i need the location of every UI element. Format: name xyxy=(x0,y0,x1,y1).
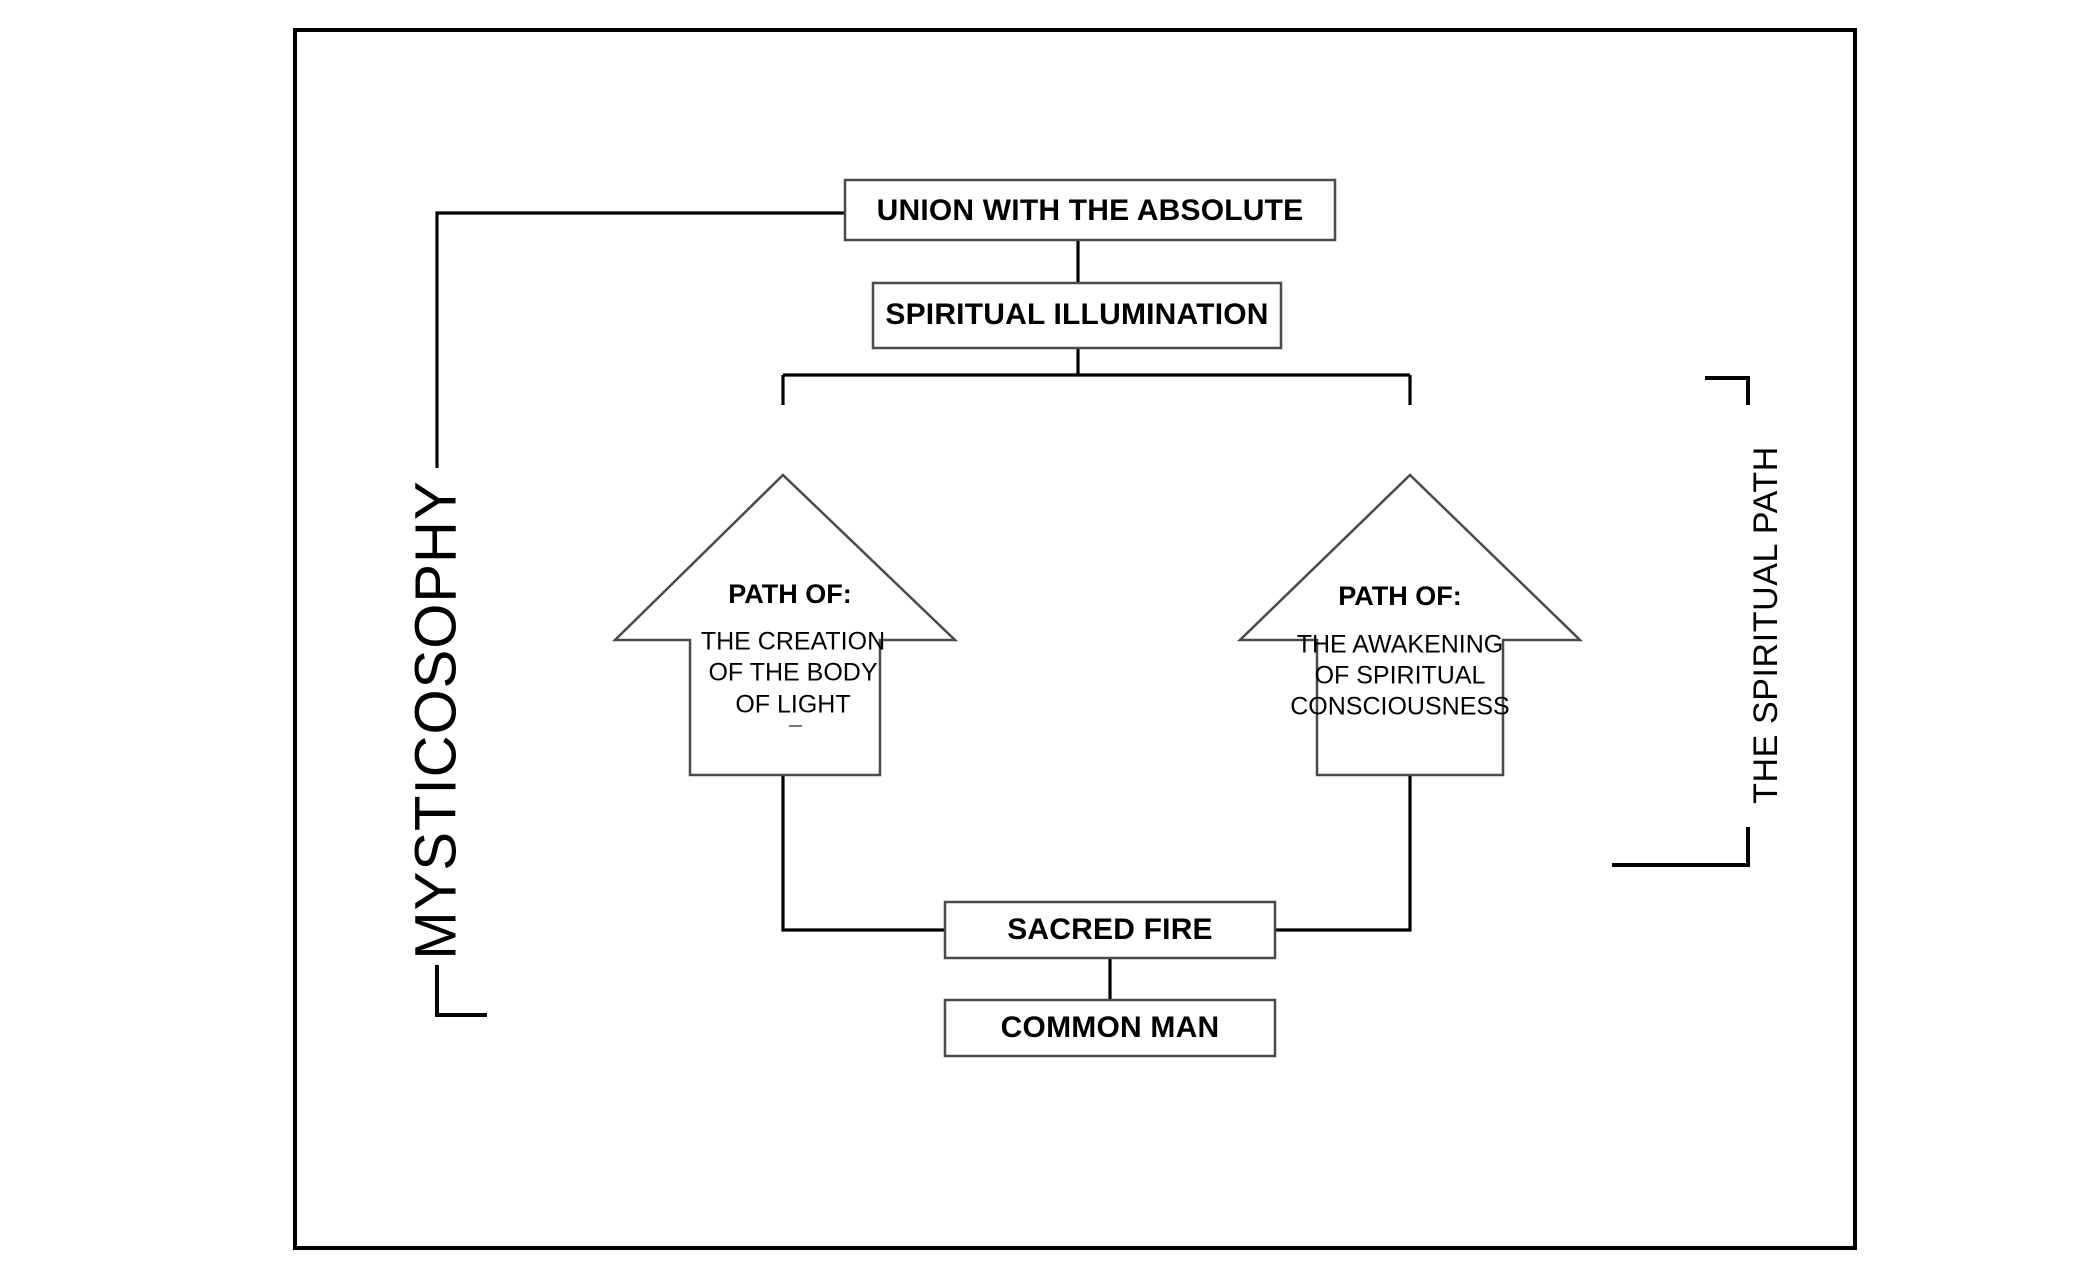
right-arrow-heading: PATH OF: xyxy=(1338,581,1461,611)
box-sacred-fire-label: SACRED FIRE xyxy=(1007,913,1213,946)
bracket-spiritual-path-bottom xyxy=(1612,827,1750,867)
page-border xyxy=(293,28,1857,1250)
side-label-mysticosophy: MYSTICOSOPHY xyxy=(403,480,468,959)
side-label-spiritual-path: THE SPIRITUAL PATH xyxy=(1747,446,1785,804)
box-sacred-fire[interactable] xyxy=(943,900,1277,960)
arrow-path-of-awakening[interactable] xyxy=(1236,473,1584,777)
left-arrow-line-2: OF THE BODY xyxy=(708,659,877,687)
right-arrow-line-3: CONSCIOUSNESS xyxy=(1290,693,1509,721)
box-spiritual-illumination[interactable] xyxy=(871,281,1283,350)
left-arrow-line-1: THE CREATION xyxy=(701,628,885,656)
left-arrow-heading: PATH OF: xyxy=(728,579,851,609)
box-common-man[interactable] xyxy=(943,998,1277,1058)
left-arrow-line-3: OF LIGHT xyxy=(735,691,850,719)
arrow-path-of-body-of-light[interactable] xyxy=(611,473,959,777)
bracket-mysticosophy-bottom xyxy=(435,965,487,1017)
connector-union-to-left-bracket xyxy=(435,211,845,468)
box-union-with-the-absolute[interactable] xyxy=(843,178,1337,242)
box-common-man-label: COMMON MAN xyxy=(1001,1011,1220,1044)
connector-illumination-split xyxy=(781,348,1412,405)
box-illumination-label: SPIRITUAL ILLUMINATION xyxy=(885,298,1268,331)
connector-right-arrow-to-sacred-fire xyxy=(1275,775,1412,932)
right-arrow-line-1: THE AWAKENING xyxy=(1297,631,1504,659)
right-arrow-line-2: OF SPIRITUAL xyxy=(1315,662,1486,690)
connector-left-arrow-to-sacred-fire xyxy=(781,775,945,932)
bracket-spiritual-path-top xyxy=(1705,376,1750,405)
box-union-label: UNION WITH THE ABSOLUTE xyxy=(877,194,1304,227)
